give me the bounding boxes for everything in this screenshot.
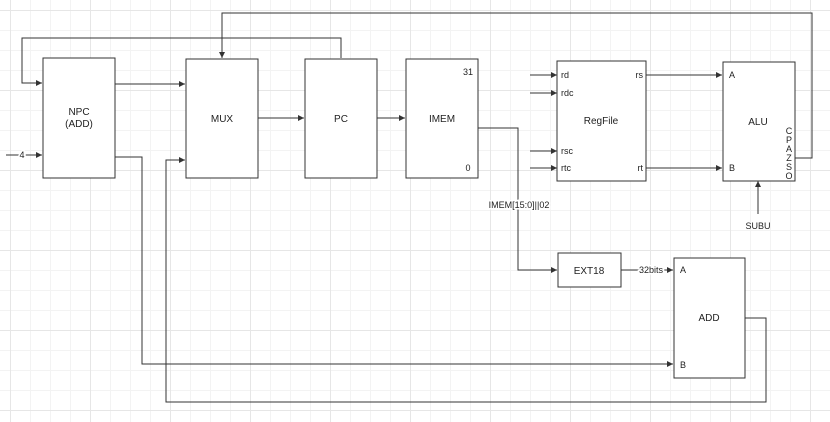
mux-label: MUX xyxy=(211,114,234,125)
alu-flag-p: P xyxy=(786,135,792,145)
imem-block: IMEM 31 0 xyxy=(405,58,479,179)
alu-label: ALU xyxy=(748,117,767,128)
alu-a-port: A xyxy=(729,70,735,80)
regfile-rd-port: rd xyxy=(561,70,569,80)
ext18-label: EXT18 xyxy=(574,266,605,277)
npc-to-add-wire xyxy=(115,156,673,367)
ext18-block: EXT18 xyxy=(557,252,622,288)
bits-label: 32bits xyxy=(639,265,664,275)
alu-b-port: B xyxy=(729,163,735,173)
regfile-label: RegFile xyxy=(584,116,619,127)
alu-flag-a: A xyxy=(786,144,792,154)
wires xyxy=(6,12,813,403)
alu-to-mux-feedback-wire xyxy=(219,12,813,159)
free-labels: 4 IMEM[15:0]||02 32bits SUBU xyxy=(18,149,771,277)
imem-bottom-bit-label: 0 xyxy=(465,163,470,173)
subu-label: SUBU xyxy=(745,221,770,231)
mux-block: MUX xyxy=(185,58,259,179)
alu-block: ALU A B C P A Z S O xyxy=(722,61,796,182)
alu-flag-o: O xyxy=(785,171,792,181)
const-four-label: 4 xyxy=(19,150,24,160)
regfile-rsc-port: rsc xyxy=(561,146,573,156)
npc-block: NPC (ADD) xyxy=(42,57,116,179)
regfile-block: RegFile rd rdc rsc rtc rs rt xyxy=(556,60,647,182)
regfile-rs-port: rs xyxy=(636,70,644,80)
alu-flag-c: C xyxy=(786,126,793,136)
pc-to-npc-feedback-wire xyxy=(21,37,342,86)
alu-flag-s: S xyxy=(786,162,792,172)
regfile-rtc-port: rtc xyxy=(561,163,571,173)
imem-top-bit-label: 31 xyxy=(463,67,473,77)
regfile-rt-port: rt xyxy=(638,163,644,173)
npc-label-line1: NPC xyxy=(68,107,89,118)
add-block: ADD A B xyxy=(673,257,746,379)
alu-flag-z: Z xyxy=(786,153,792,163)
regfile-rdc-port: rdc xyxy=(561,88,574,98)
add-b-port: B xyxy=(680,360,686,370)
imem-label: IMEM xyxy=(429,114,455,125)
add-a-port: A xyxy=(680,265,686,275)
imem-to-ext18-wire xyxy=(478,127,557,273)
pc-block: PC xyxy=(304,58,378,179)
add-label: ADD xyxy=(698,313,719,324)
imem-field-label: IMEM[15:0]||02 xyxy=(489,200,550,210)
pc-label: PC xyxy=(334,114,348,125)
add-to-mux-wire xyxy=(165,157,767,403)
npc-label-line2: (ADD) xyxy=(65,119,93,130)
